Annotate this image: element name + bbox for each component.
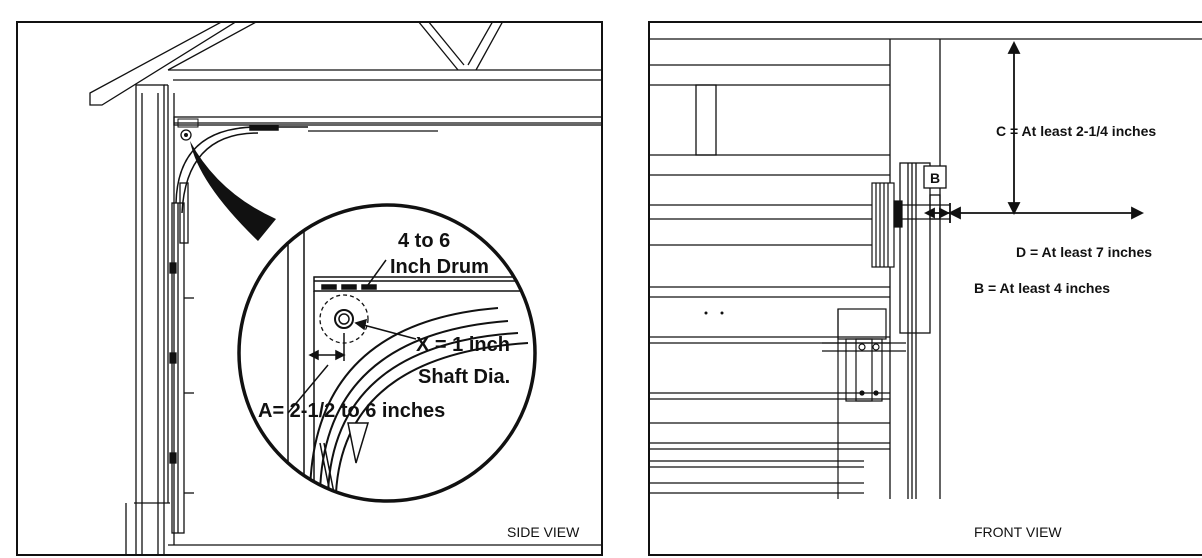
shaft-label-line2: Shaft Dia. [418,366,510,388]
side-view-panel: 4 to 6 Inch Drum X = 1 inch Shaft Dia. A… [16,21,603,556]
front-structure [650,38,1202,499]
dimension-arrows [923,40,1145,223]
roof-rafters [89,23,601,106]
bracket-assembly [822,308,906,499]
dimension-b-label: B = At least 4 inches [974,280,1110,296]
shaft-label-line1: X = 1 inch [416,334,510,356]
shaft-marker-small [180,129,192,141]
marker-b: B [930,170,940,186]
side-view-title: SIDE VIEW [507,524,580,540]
shaft-dot-small [184,133,188,137]
magnified-detail [239,205,535,501]
dimension-a-label: A= 2-1/2 to 6 inches [258,400,445,422]
side-view-drawing: 4 to 6 Inch Drum X = 1 inch Shaft Dia. A… [89,23,601,554]
shaft-core [338,313,350,325]
front-view-title: FRONT VIEW [974,524,1062,540]
shaft-outline [334,309,354,329]
dimension-d-label: D = At least 7 inches [1016,244,1152,260]
magnifier-circle [237,203,537,503]
end-bracket [177,118,199,128]
front-view-panel: B C = At least 2-1/4 inches D = At least… [648,21,1202,556]
dimension-c-label: C = At least 2-1/4 inches [996,123,1156,139]
curved-track [175,125,308,214]
front-view-drawing: B C = At least 2-1/4 inches D = At least… [650,38,1202,540]
wall-jamb [125,84,170,554]
drum-label-line2: Inch Drum [390,256,489,278]
spring-drum [871,182,903,268]
leader-lines [287,259,417,414]
vertical-track [169,182,194,534]
magnifier-pointer [190,141,276,241]
marker-b-box [923,165,947,189]
header-beam [168,93,601,546]
drum-label-line1: 4 to 6 [398,230,450,252]
